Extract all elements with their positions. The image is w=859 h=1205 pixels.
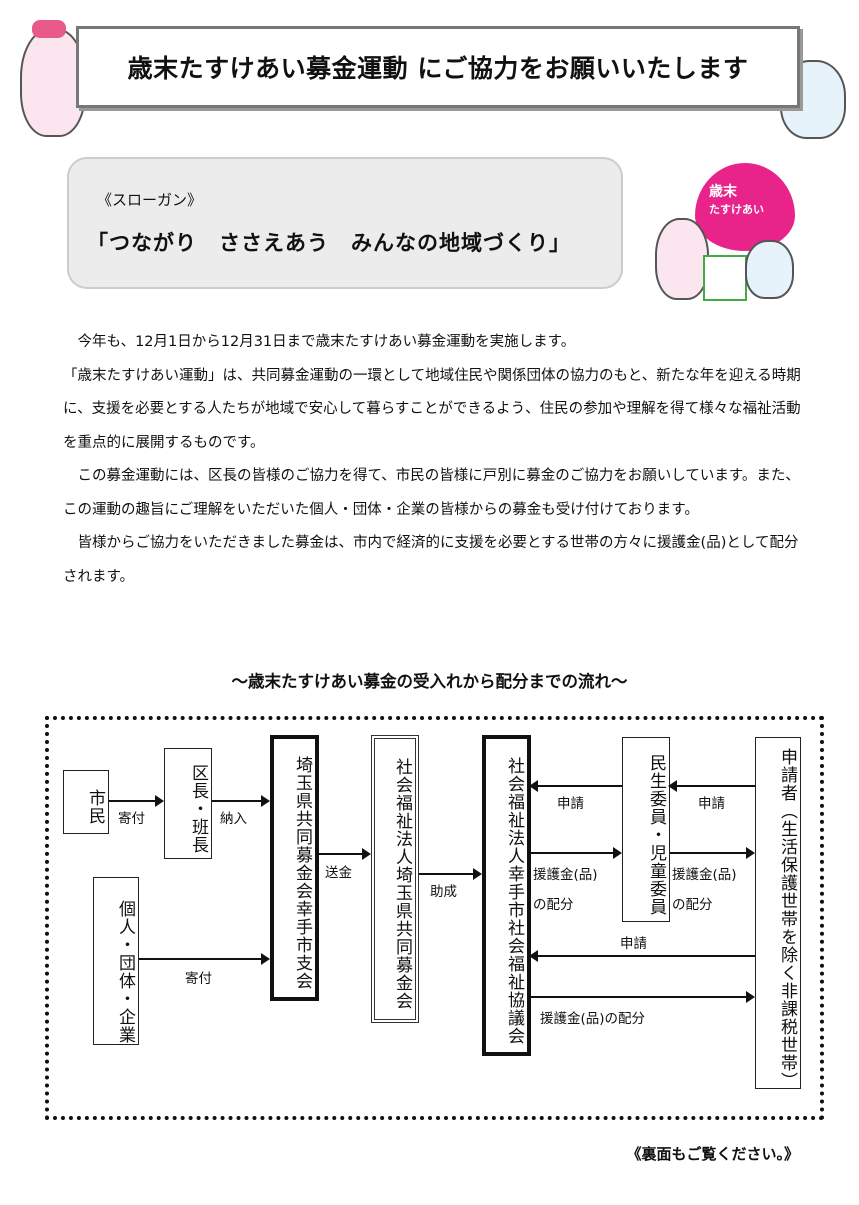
box-branch: 埼玉県共同募金会幸手市支会 [270, 735, 319, 1001]
page-title: 歳末たすけあい募金運動 にご協力をお願いいたします [76, 26, 800, 108]
donation-box-icon [703, 255, 747, 301]
footer-note: 《裏面もご覧ください。》 [626, 1145, 799, 1163]
arrow [212, 795, 270, 807]
label-donate: 寄付 [118, 811, 145, 827]
box-ward-head: 区長・班長 [164, 748, 212, 859]
box-council: 社会福祉法人幸手市社会福祉協議会 [482, 735, 531, 1056]
arrow [529, 780, 622, 792]
label-aid: 援護金(品) [672, 867, 737, 883]
label-donate: 寄付 [185, 971, 212, 987]
box-individual-group-company: 個人・団体・企業 [93, 877, 139, 1045]
flow-title: ～歳末たすけあい募金の受入れから配分までの流れ～ [231, 672, 628, 691]
box-welfare-commissioner: 民生委員・児童委員 [622, 737, 670, 922]
box-prefecture-fund: 社会福祉法人埼玉県共同募金会 [371, 735, 419, 1023]
ribbon-icon [32, 20, 66, 38]
box-citizen: 市民 [63, 770, 109, 834]
arrow [668, 780, 755, 792]
flow-diagram-frame [45, 716, 824, 1120]
arrow [529, 950, 755, 962]
paragraph: この募金運動には、区長の皆様のご協力を得て、市民の皆様に戸別に募金のご協力をお願… [63, 468, 800, 518]
paragraph: 今年も、12月1日から12月31日まで歳末たすけあい募金運動を実施します。 [63, 334, 576, 350]
arrow [419, 868, 482, 880]
label-aid: 援護金(品)の配分 [540, 1011, 646, 1027]
badge-line2: たすけあい [709, 203, 764, 216]
label-apply: 申請 [557, 796, 584, 812]
label-apply: 申請 [620, 936, 647, 952]
arrow [531, 991, 755, 1003]
label-aid: 援護金(品) [533, 867, 598, 883]
mascot-small-illustration [745, 240, 794, 299]
arrow [670, 847, 755, 859]
label-aid: の配分 [672, 897, 713, 913]
heart-badge: 歳末 たすけあい [695, 163, 795, 251]
slogan-text: 「つながり ささえあう みんなの地域づくり」 [87, 231, 571, 255]
body-text: 今年も、12月1日から12月31日まで歳末たすけあい募金運動を実施します。 「歳… [63, 326, 805, 594]
label-aid: の配分 [533, 897, 574, 913]
box-applicant: 申請者（生活保護世帯を除く非課税世帯） [755, 737, 801, 1090]
label-pay: 納入 [220, 811, 247, 827]
paragraph: 「歳末たすけあい運動」は、共同募金運動の一環として地域住民や関係団体の協力のもと… [63, 367, 801, 451]
slogan-box: 《スローガン》 「つながり ささえあう みんなの地域づくり」 [67, 157, 623, 289]
paragraph: 皆様からご協力をいただきました募金は、市内で経済的に支援を必要とする世帯の方々に… [63, 535, 799, 585]
arrow [109, 795, 164, 807]
mascots-donation-box-illustration [655, 218, 709, 300]
arrow [531, 847, 622, 859]
arrow [139, 953, 270, 965]
label-grant: 助成 [430, 884, 457, 900]
badge-line1: 歳末 [709, 184, 737, 200]
label-apply: 申請 [698, 796, 725, 812]
slogan-label: 《スローガン》 [97, 191, 203, 209]
label-remit: 送金 [325, 865, 352, 881]
arrow [319, 848, 371, 860]
